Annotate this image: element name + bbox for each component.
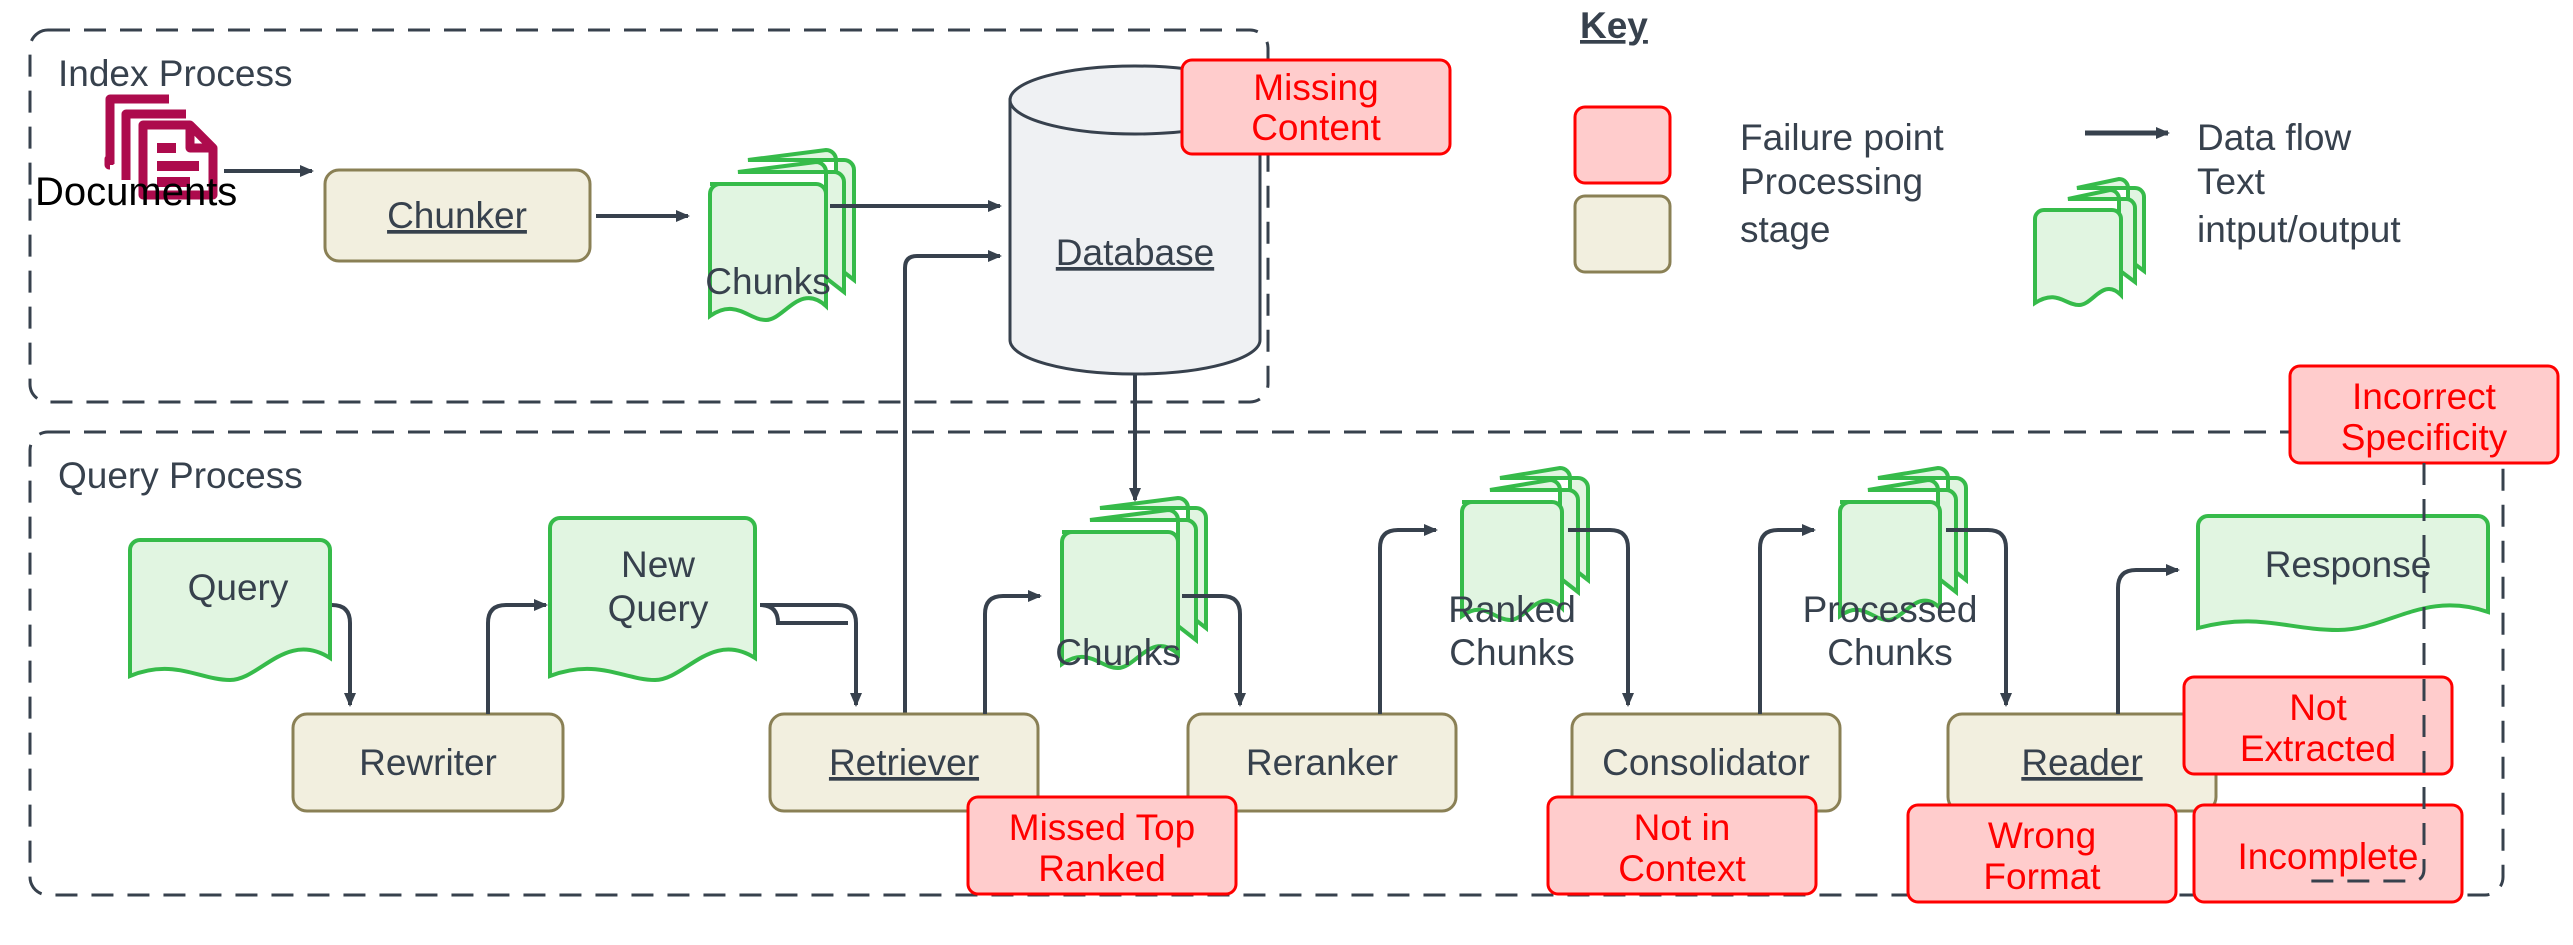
arrow-processed-chunks-to-reader	[1946, 528, 2012, 707]
failure-wrong-format-box[interactable]	[1906, 803, 2178, 904]
failure-missed-top-ranked[interactable]: Missed Top Ranked	[966, 795, 1238, 896]
ranked-chunks-line1: Ranked	[1448, 589, 1576, 630]
chunker-node[interactable]: Chunker	[323, 168, 592, 263]
failure-missed-top-ranked-line2: Ranked	[1038, 848, 1166, 889]
failure-missing-content-line2: Content	[1251, 107, 1381, 148]
reader-label: Reader	[2021, 742, 2142, 783]
failure-missed-top-ranked-box[interactable]	[966, 795, 1238, 896]
arrow-rewriter-to-new-query	[486, 599, 548, 714]
failure-wrong-format[interactable]: Wrong Format	[1906, 803, 2178, 904]
chunks-query-icon	[1060, 495, 1208, 671]
query-label: Query	[188, 567, 289, 608]
index-process-label: Index Process	[58, 53, 292, 94]
chunker-label: Chunker	[387, 195, 527, 236]
retriever-node[interactable]: Retriever	[768, 712, 1040, 813]
arrow-new-query-to-retriever-path	[759, 603, 858, 705]
failure-incomplete-box[interactable]	[2192, 803, 2464, 904]
arrow-ranked-chunks-to-consolidator	[1568, 528, 1634, 707]
new-query-line2: Query	[608, 588, 709, 629]
failure-missing-content-line1: Missing	[1253, 67, 1378, 108]
new-query-line1: New	[621, 544, 695, 585]
key-processing-stage-swatch	[1573, 194, 1672, 274]
arrow-reranker-to-ranked-chunks	[1378, 524, 1438, 714]
ranked-chunks-line2: Chunks	[1449, 632, 1574, 673]
response-note: Response	[2196, 514, 2490, 633]
index-process-border	[28, 28, 1270, 404]
key-document-stack-icon	[2033, 176, 2146, 308]
group-index-process: Index Process	[28, 28, 1270, 404]
consolidator-node[interactable]: Consolidator	[1570, 712, 1842, 813]
chunks-index-icon	[708, 147, 856, 323]
consolidator-label: Consolidator	[1602, 742, 1810, 783]
chunker-box[interactable]	[323, 168, 592, 263]
new-query-note-shape	[548, 516, 757, 683]
key-legend: Key Failure point Data flow Processing s…	[1573, 5, 2401, 308]
reranker-label: Reranker	[1246, 742, 1398, 783]
reader-node[interactable]: Reader	[1946, 712, 2218, 813]
arrow-retriever-to-database	[903, 250, 1002, 760]
documents-icon	[104, 94, 218, 200]
query-note: Query	[128, 538, 332, 683]
response-note-shape	[2196, 514, 2490, 633]
failure-incomplete[interactable]: Incomplete	[2192, 803, 2464, 904]
processed-chunks-line2: Chunks	[1827, 632, 1952, 673]
failure-not-extracted-line1: Not	[2289, 687, 2347, 728]
failure-missing-content[interactable]: Missing Content	[1180, 58, 1452, 156]
retriever-label: Retriever	[829, 742, 979, 783]
arrow-reader-to-response	[2116, 564, 2180, 714]
key-failure-point-label: Failure point	[1740, 117, 1944, 158]
query-process-border	[28, 430, 2505, 897]
failure-not-in-context-box[interactable]	[1546, 795, 1818, 896]
processed-chunks-icon	[1838, 465, 1968, 623]
failure-not-in-context-line2: Context	[1618, 848, 1746, 889]
chunks-query-label: Chunks	[1055, 632, 1180, 673]
key-processing-stage-line1: Processing	[1740, 161, 1923, 202]
key-failure-point-swatch	[1573, 105, 1672, 185]
failure-missed-top-ranked-line1: Missed Top	[1009, 807, 1195, 848]
rewriter-label: Rewriter	[359, 742, 497, 783]
failure-not-extracted-line2: Extracted	[2240, 728, 2396, 769]
processed-chunks-line1: Processed	[1803, 589, 1978, 630]
rewriter-box[interactable]	[291, 712, 565, 813]
key-processing-stage-line2: stage	[1740, 209, 1831, 250]
arrow-consolidator-to-processed-chunks	[1758, 524, 1816, 714]
ranked-chunks-icon	[1460, 465, 1590, 623]
database-body[interactable]	[1008, 98, 1262, 376]
key-text-io-line2: intput/output	[2197, 209, 2401, 250]
rewriter-node[interactable]: Rewriter	[291, 712, 565, 813]
failure-incorrect-specificity[interactable]: Incorrect Specificity	[2288, 364, 2560, 465]
chunks-index-label: Chunks	[705, 261, 830, 302]
failure-not-in-context-line1: Not in	[1634, 807, 1731, 848]
failure-incorrect-specificity-line2: Specificity	[2341, 417, 2508, 458]
response-label: Response	[2265, 544, 2432, 585]
arrow-query-to-rewriter	[331, 603, 356, 707]
reranker-box[interactable]	[1186, 712, 1458, 813]
connector-incorrect-specificity	[2310, 463, 2426, 883]
failure-not-extracted-box[interactable]	[2182, 675, 2454, 776]
failure-not-extracted[interactable]: Not Extracted	[2182, 675, 2454, 776]
key-text-io-line1: Text	[2197, 161, 2266, 202]
arrow-chunks-to-reranker	[1182, 594, 1246, 707]
failure-incorrect-specificity-line1: Incorrect	[2352, 376, 2497, 417]
documents-label: Documents	[35, 170, 237, 214]
retriever-box[interactable]	[768, 712, 1040, 813]
failure-missing-content-box[interactable]	[1180, 58, 1452, 156]
query-note-shape	[128, 538, 332, 683]
arrow-retriever-to-chunks	[983, 590, 1042, 714]
failure-incomplete-line1: Incomplete	[2238, 836, 2419, 877]
database-label: Database	[1056, 232, 1214, 273]
failure-not-in-context[interactable]: Not in Context	[1546, 795, 1818, 896]
reranker-node[interactable]: Reranker	[1186, 712, 1458, 813]
failure-wrong-format-line2: Format	[1983, 856, 2101, 897]
group-query-process: Query Process	[28, 430, 2505, 897]
failure-wrong-format-line1: Wrong	[1988, 815, 2096, 856]
new-query-note: New Query	[548, 516, 757, 683]
query-process-label: Query Process	[58, 455, 303, 496]
key-data-flow-label: Data flow	[2197, 117, 2352, 158]
key-heading: Key	[1580, 5, 1648, 46]
